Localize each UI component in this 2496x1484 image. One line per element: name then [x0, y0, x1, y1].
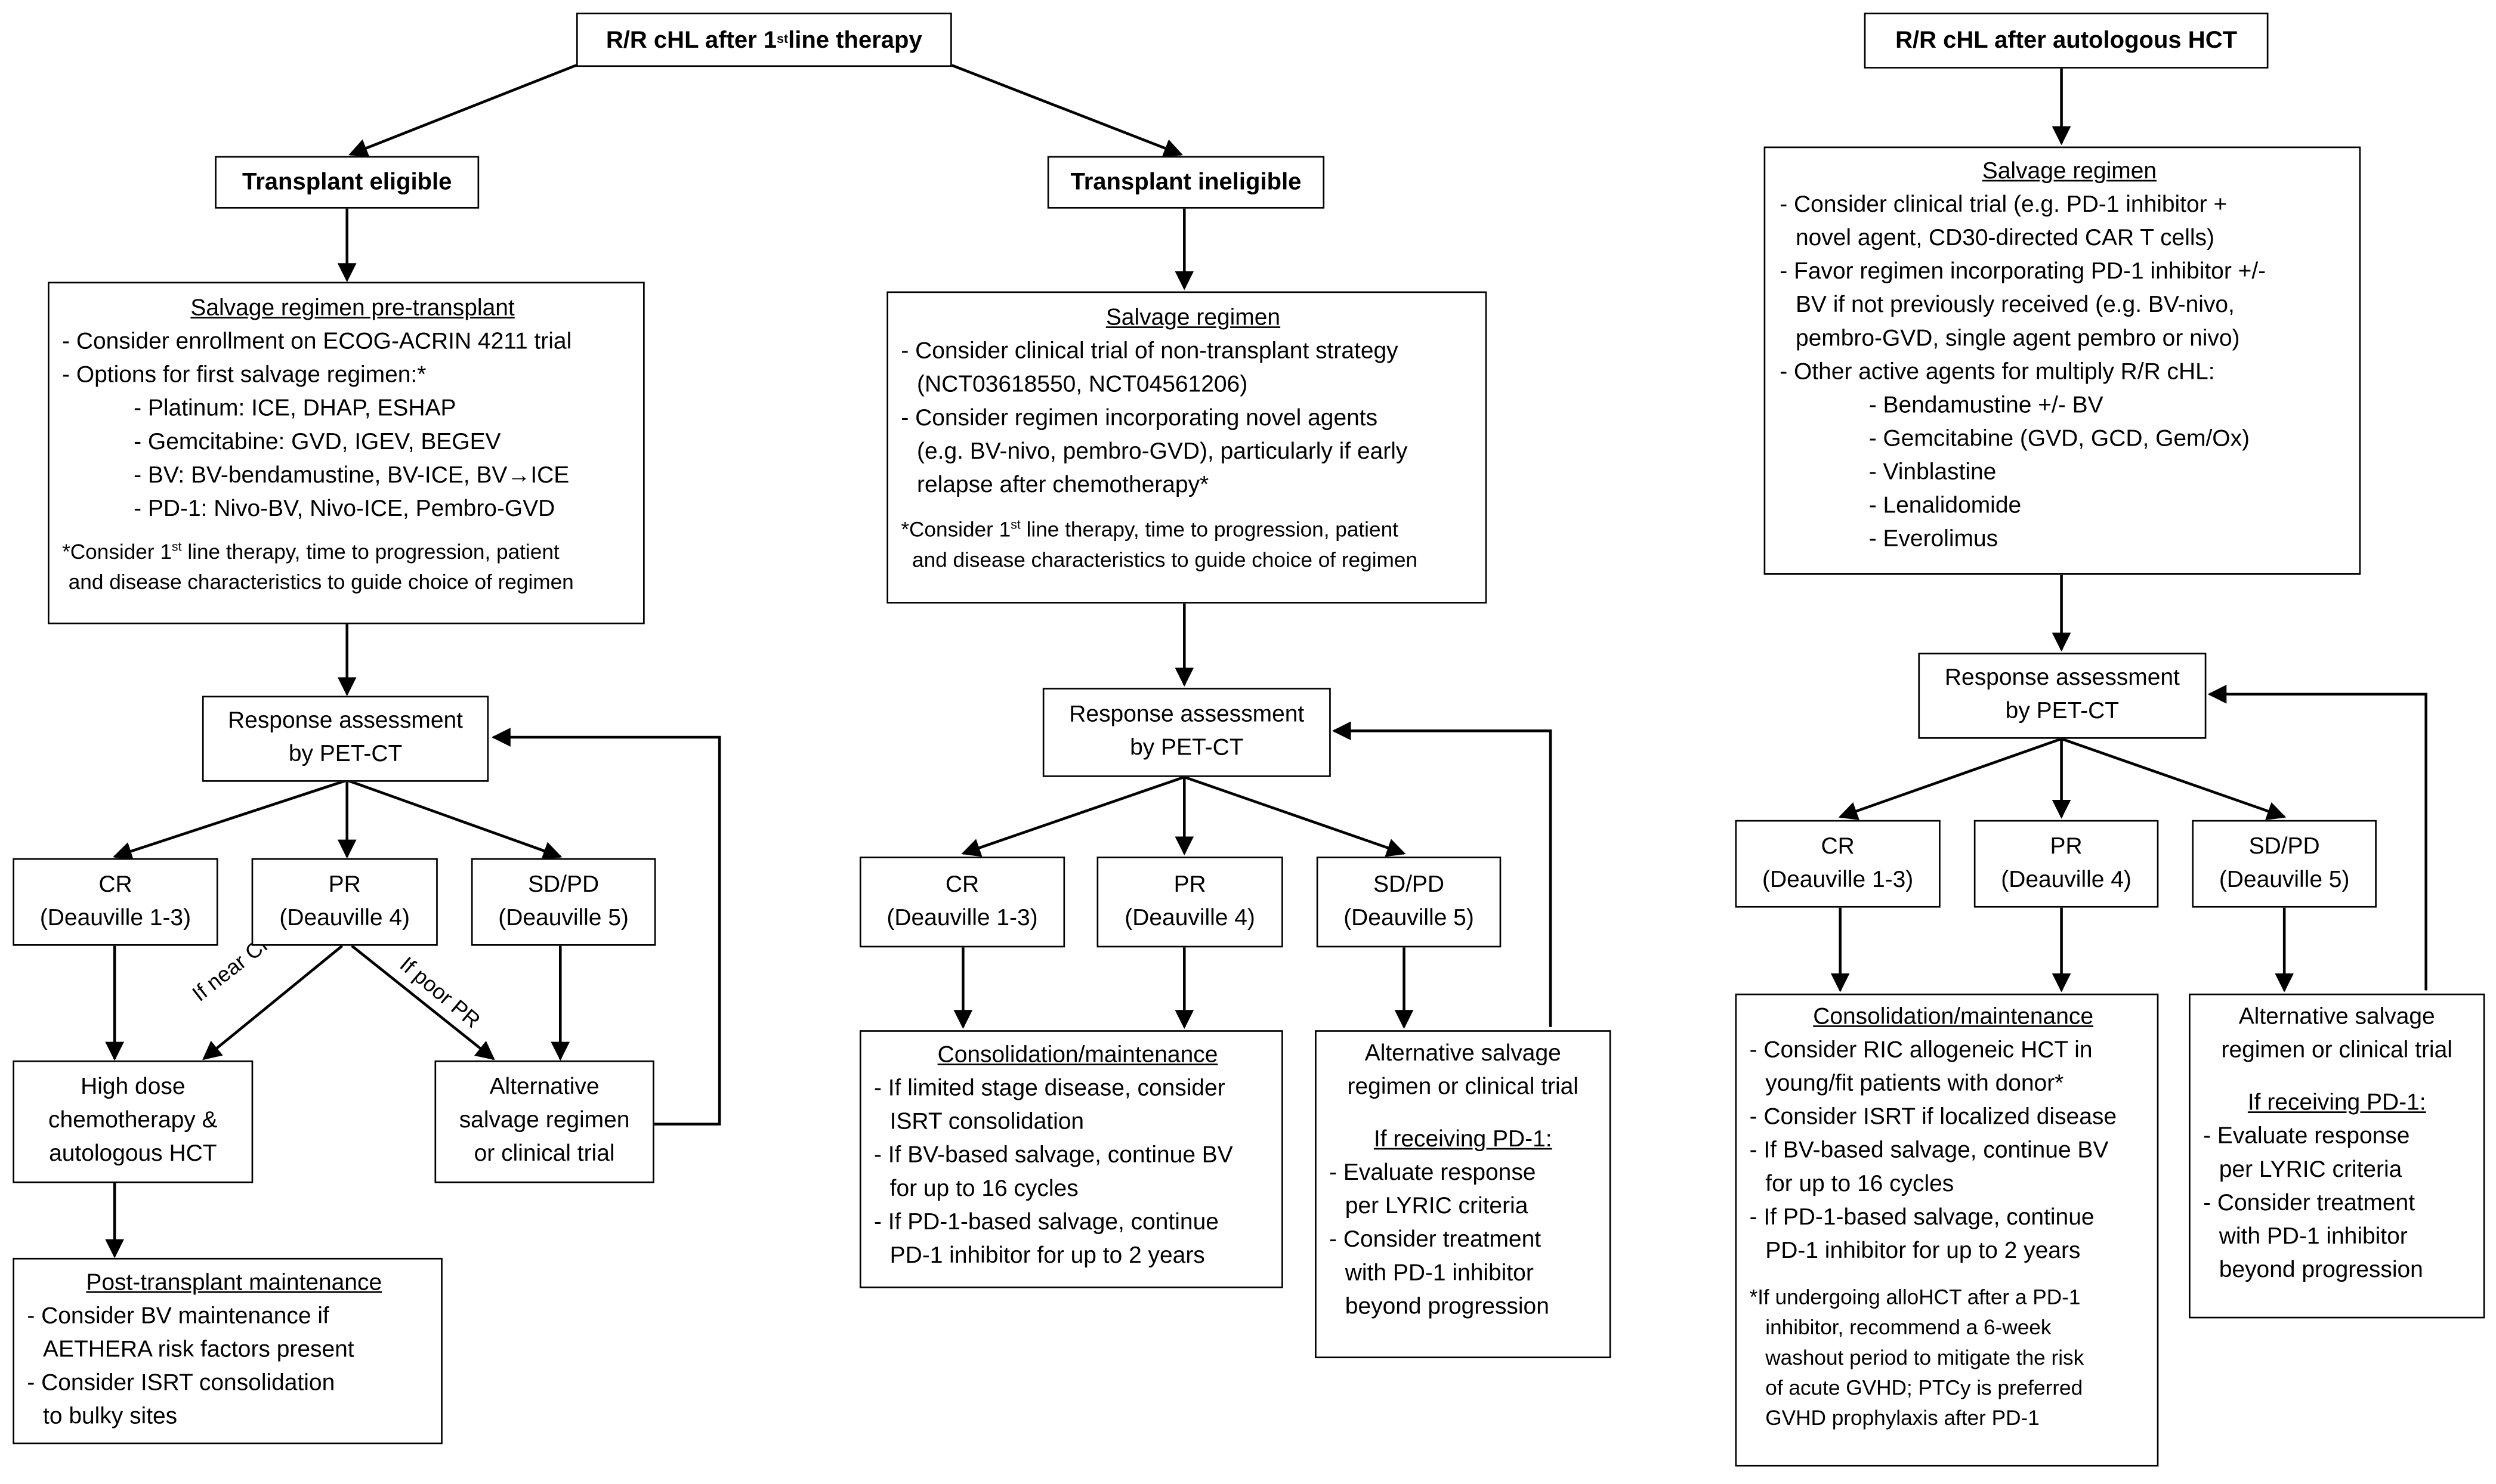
alternative-salvage-post-auto-box: Alternative salvage regimen or clinical … [2189, 993, 2485, 1319]
salvage-regimen-post-auto-box: Salvage regimen - Consider clinical tria… [1763, 146, 2361, 575]
salvage-pre-transplant-heading: Salvage regimen pre-transplant [190, 296, 515, 322]
cr-box-eligible: CR(Deauville 1-3) [13, 858, 218, 946]
consolidation-post-auto-box: Consolidation/maintenance - Consider RIC… [1735, 993, 2159, 1467]
root-after-autologous-hct: R/R cHL after autologous HCT [1864, 13, 2269, 69]
pr-box-eligible: PR(Deauville 4) [251, 858, 438, 946]
cr-box-post-auto: CR(Deauville 1-3) [1735, 820, 1941, 908]
arrow-root-to-ineligible [951, 64, 1183, 157]
sdpd-box-post-auto: SD/PD(Deauville 5) [2192, 820, 2377, 908]
salvage-pre-transplant-note: *Consider 1st line therapy, time to prog… [62, 539, 574, 594]
response-assessment-eligible: Response assessment by PET-CT [202, 695, 489, 782]
post-transplant-maintenance-box: Post-transplant maintenance - Consider B… [13, 1257, 443, 1445]
pr-box-post-auto: PR(Deauville 4) [1973, 820, 2159, 908]
arrow-root-to-eligible [348, 64, 577, 157]
transplant-ineligible-box: Transplant ineligible [1047, 156, 1325, 209]
transplant-eligible-box: Transplant eligible [215, 156, 480, 209]
cr-box-ineligible: CR(Deauville 1-3) [859, 857, 1065, 948]
sdpd-box-eligible: SD/PD(Deauville 5) [471, 858, 656, 946]
pr-box-ineligible: PR(Deauville 4) [1096, 857, 1283, 948]
alloHCT-footnote: *If undergoing alloHCT after a PD-1 inhi… [1749, 1285, 2084, 1430]
sdpd-box-ineligible: SD/PD(Deauville 5) [1316, 857, 1502, 948]
alternative-salvage-ineligible-box: Alternative salvage regimen or clinical … [1315, 1030, 1611, 1359]
salvage-regimen-ineligible-box: Salvage regimen - Consider clinical tria… [886, 291, 1487, 604]
consolidation-ineligible-box: Consolidation/maintenance - If limited s… [859, 1030, 1283, 1288]
salvage-pre-transplant-box: Salvage regimen pre-transplant - Conside… [48, 282, 645, 624]
